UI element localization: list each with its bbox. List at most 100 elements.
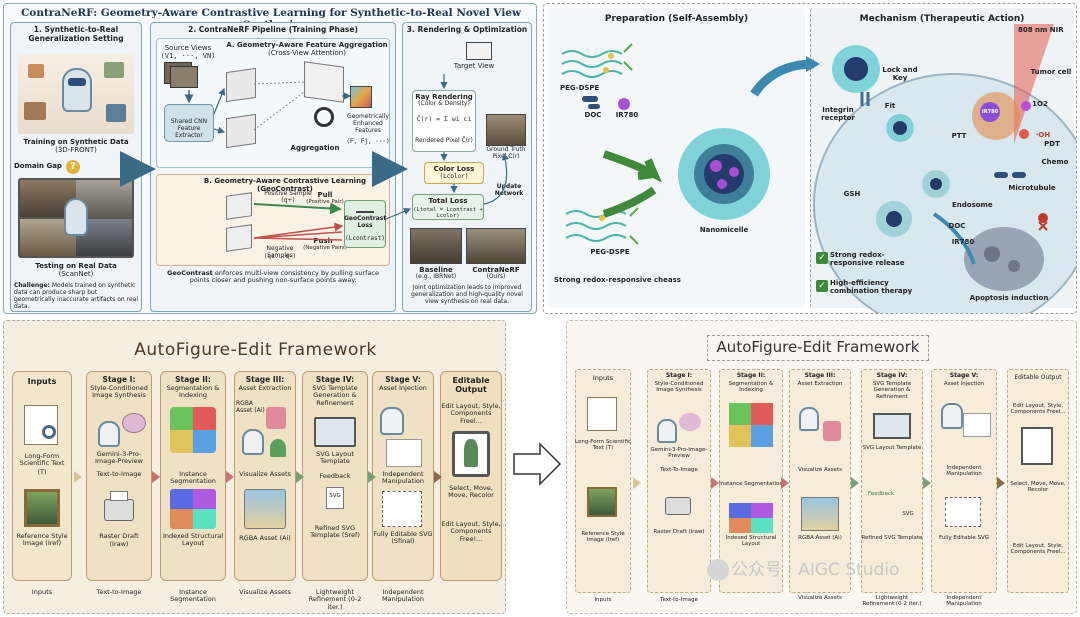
rgba-asset-label: RGBA Asset (Ai) [236,400,265,414]
puzzle-icon [170,407,216,453]
long-text-label-2: Long-Form Scientific Text (T) [575,439,631,452]
asset-image-icon [801,497,839,531]
robot-icon [62,68,92,112]
bottom-label-inputs-2: Inputs [594,597,612,603]
arrow-icon [923,477,931,489]
pull-sub: (Positive Pair) [306,199,344,205]
nanomicelle-panel: Preparation (Self-Assembly) Mechanism (T… [543,3,1077,314]
geocontrast-loss-label: GeoContrast Loss [344,215,387,229]
raster-draft-symbol: (Iraw) [109,540,129,548]
fit-label: Fit [884,102,896,110]
stage-1-column [86,371,152,581]
preparation-title: Preparation (Self-Assembly) [604,14,749,24]
reference-image-label-2: Reference Style Image (Iref) [581,531,625,544]
section-3-caption: Joint optimization leads to improved gen… [411,284,523,305]
stage-1-sub: Style-Conditioned Image Synthesis [90,384,148,400]
indexed-layout-label-2: Indexed Structural Layout [725,535,777,548]
geocontrast-loss-box [344,200,386,248]
arrow-icon [633,477,641,489]
refined-svg-label-2: Refined SVG Template [861,535,923,541]
stage-2-heading-2: Stage II: [736,372,766,379]
nanomicelle-sphere [678,128,770,220]
aggregation-sub: (Cross-View Attention) [268,49,346,57]
svg-file-label-2: SVG [902,511,914,517]
source-views-symbol: (V1, ···, VN) [160,52,216,60]
redox-release-label: Strong redox-responsive release [830,251,905,268]
layout-puzzle-icon [170,489,216,529]
bottom-label-independent: Independent Manipulation [381,588,424,604]
building-icon [266,407,286,429]
autofigure-panel-left: AutoFigure-Edit Framework Inputs Long-Fo… [3,320,506,614]
render-formula: Ĉ(r) = Σ wi ci [416,115,472,123]
long-text-symbol: (T) [37,468,47,476]
select-move-label-2: Select, Move, Move, Recolor [1010,481,1066,494]
combination-therapy-label: High-efficiency combination therapy [830,279,913,296]
stage-4-sub: SVG Template Generation & Refinement [312,384,358,407]
arrow-icon [997,477,1005,489]
section-3-title: 3. Rendering & Optimization [406,25,528,34]
contranerf-image [466,228,526,264]
visualize-assets-label: Visualize Assets [239,470,291,478]
monitor-icon [873,413,911,439]
printer-icon [665,497,691,515]
singlet-oxygen-label: 1O2 [1032,100,1048,108]
stage-5-sub-2: Asset Injection [943,381,985,387]
cnn-label: Shared CNN Feature Extractor [170,118,208,139]
arrow-icon [851,477,859,489]
bottom-label-inputs: Inputs [31,588,53,596]
lock-key-label: Lock and Key [882,66,918,83]
stage-1-column-2 [647,369,711,593]
rgba-asset-bottom-label: RGBA Asset (Ai) [239,534,291,542]
fully-editable-label-2: Fully Editable SVG [938,535,990,541]
baseline-label: Baseline [419,266,453,274]
doc-label: DOC [584,111,602,119]
color-loss-symbol: (Lcolor) [439,173,469,180]
arrow-icon [368,471,376,483]
refined-svg-label: Refined SVG Template (Sref) [310,524,360,540]
stage-2-sub: Segmentation & Indexing [166,384,220,400]
test-label: Testing on Real Data [35,262,117,270]
monitor-icon [314,417,356,447]
gemini-label: Gemini-3-Pro-Image-Preview [94,450,143,466]
nanomicelle-label: Nanomicelle [699,226,749,234]
ray-rendering-box [412,90,476,152]
framework-title: AutoFigure-Edit Framework [134,340,377,360]
layout-puzzle-icon [729,503,773,533]
fully-editable-label: Fully Editable SVG (Sfinal) [373,530,433,546]
brain-icon [679,413,701,431]
ground-truth-image [486,114,526,146]
baseline-image [410,228,462,264]
svg-layout-label: SVG Layout Template [316,450,354,466]
apoptosis-label: Apoptosis induction [969,294,1049,302]
independent-label: Independent Manipulation [381,470,424,486]
pdt-label: PDT [1044,140,1060,148]
check-icon: ✓ [816,280,828,292]
editable-svg-icon [945,497,981,527]
geocontrast-loss-symbol: (Lcontrast) [345,235,385,242]
contranerf-arrows [120,74,509,241]
aggregation-title: A. Geometry-Aware Feature Aggregation [226,41,388,49]
magnifier-icon [42,425,56,439]
bottom-label-t2i: Text-to-Image [96,588,142,596]
select-move-label: Select, Move, Move, Recolor [448,484,494,500]
baseline-sub: (e.g., IBRNet) [415,273,457,280]
inputs-heading: Inputs [27,377,57,386]
domain-gap-label: Domain Gap [14,162,62,170]
svg-file-icon [326,487,344,509]
printer-icon [104,499,134,521]
document-icon [587,397,617,431]
text-to-image-label-2: Text-To-Image [660,467,698,473]
arrow-icon [296,471,304,483]
brain-icon [122,413,146,433]
bottom-label-instance: Instance Segmentation [170,588,216,604]
integrin-label: Integrin receptor [821,106,855,123]
svg-layout-label-2: SVG Layout Template [862,445,922,451]
output-heading: Editable Output [452,376,490,395]
svg-file-label: SVG [329,493,341,499]
total-loss-label: Total Loss [428,197,468,205]
color-loss-label: Color Loss [433,165,475,173]
peg-dspe-label-2: PEG-DSPE [590,248,630,256]
cnn-box [164,104,214,142]
contrastive-title: B. Geometry-Aware Contrastive Learning (… [203,177,367,194]
section-2-title: 2. ContraNeRF Pipeline (Training Phase) [188,25,358,34]
